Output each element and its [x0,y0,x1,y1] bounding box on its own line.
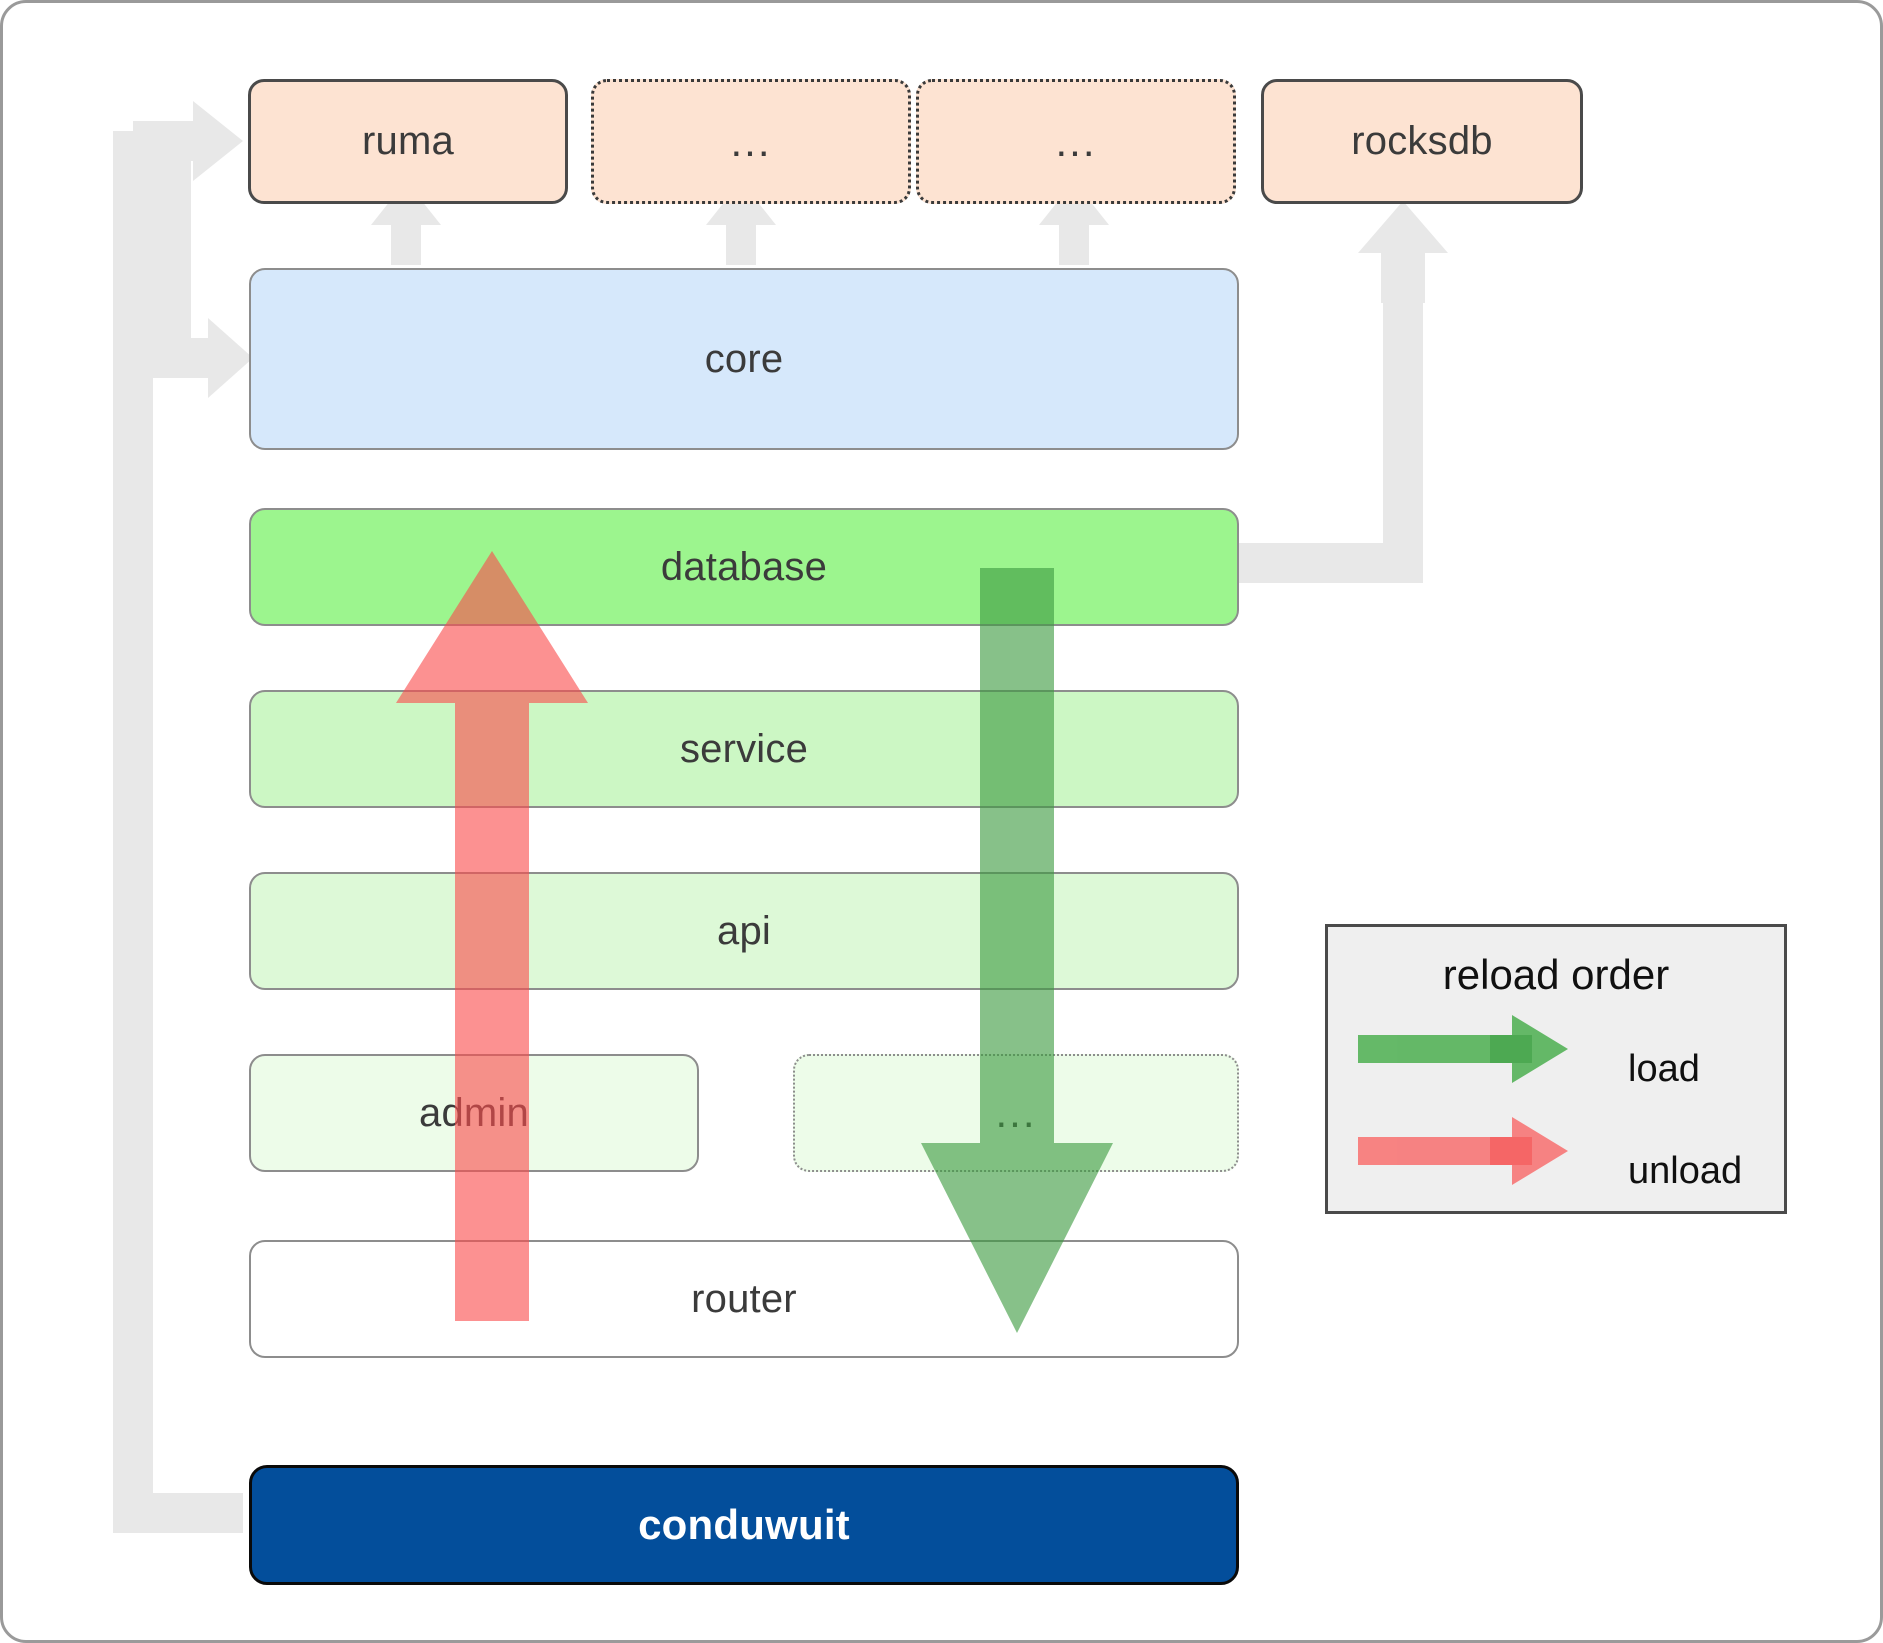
legend-reload-order: reload order load unload [1325,924,1787,1214]
layer-label-admin: admin [419,1090,529,1135]
layer-label-router: router [691,1276,797,1321]
legend-label-load: load [1628,1048,1700,1090]
legend-load-arrow-icon [1358,1015,1568,1083]
layer-node-api[interactable]: api [249,872,1239,990]
dependency-label-ruma: ruma [362,119,454,163]
dependency-node-dep2[interactable]: ... [591,79,911,204]
dependency-label-rocksdb: rocksdb [1351,119,1493,163]
dependency-node-ruma[interactable]: ruma [248,79,568,204]
root-label-conduwuit: conduwuit [638,1501,850,1548]
dependency-label-dep2: ... [730,117,772,165]
connector-arrows-layer [113,101,1448,1533]
layer-label-more: ... [995,1089,1037,1137]
dependency-node-dep3[interactable]: ... [916,79,1236,204]
layer-label-api: api [717,908,771,953]
layer-node-admin[interactable]: admin [249,1054,699,1172]
legend-unload-arrow-icon [1358,1117,1568,1185]
layer-node-core[interactable]: core [249,268,1239,450]
layer-node-database[interactable]: database [249,508,1239,626]
reload-arrows-layer [396,551,1113,1333]
legend-title: reload order [1442,951,1670,998]
dependency-label-dep3: ... [1055,117,1097,165]
layer-node-service[interactable]: service [249,690,1239,808]
root-node-conduwuit[interactable]: conduwuit [249,1465,1239,1585]
dependency-node-rocksdb[interactable]: rocksdb [1261,79,1583,204]
layer-node-router[interactable]: router [249,1240,1239,1358]
layer-label-database: database [660,544,828,589]
legend-label-unload: unload [1628,1150,1743,1192]
legend-arrow-swatches [1358,1015,1568,1185]
layer-node-more[interactable]: ... [793,1054,1239,1172]
layer-label-core: core [704,336,784,381]
layer-label-service: service [679,726,809,771]
